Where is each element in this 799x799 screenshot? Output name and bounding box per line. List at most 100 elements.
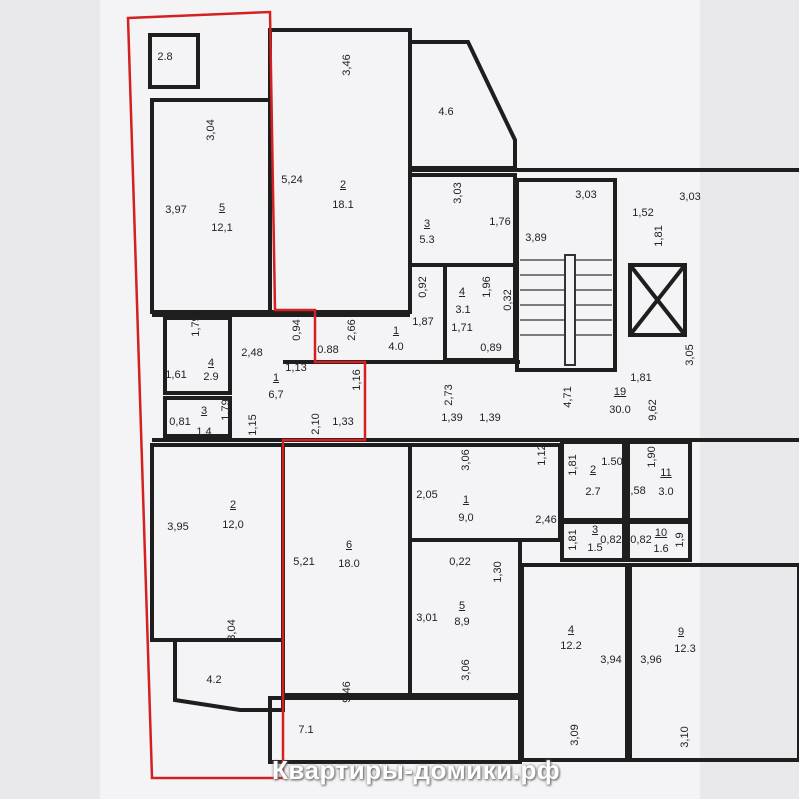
room-area: 18.0: [338, 558, 360, 570]
room-3-1-4: [163, 396, 232, 438]
dimension-label: 1,71: [451, 322, 473, 334]
room-4-12-2: [520, 563, 629, 762]
dimension-label: 2,66: [346, 319, 358, 341]
dimension-label: 1,39: [441, 412, 463, 424]
dimension-label: 1,52: [632, 207, 654, 219]
dimension-label: 1,12: [536, 444, 548, 466]
room-area: 18.1: [332, 199, 354, 211]
room-number: 2: [229, 499, 237, 511]
room-number: 2: [339, 179, 347, 191]
dimension-label: 1.50: [601, 456, 623, 468]
room-number: 4: [567, 624, 575, 636]
dimension-label: 0,82: [600, 534, 622, 546]
dimension-label: 1,90: [646, 446, 658, 468]
dimension-label: 3,09: [569, 724, 581, 746]
dimension-label: 0,82: [630, 534, 652, 546]
dimension-label: 1,9: [674, 532, 686, 548]
dimension-label: 3,03: [575, 189, 597, 201]
dimension-label: 4,71: [562, 386, 574, 408]
room-number: 3: [200, 405, 208, 417]
room-number: 1: [462, 494, 470, 506]
room-area: 4.6: [438, 106, 454, 118]
room-area: 7.1: [298, 724, 314, 736]
dimension-label: 3,04: [205, 119, 217, 141]
dimension-label: 3,01: [416, 612, 438, 624]
room-2-12-0: [150, 443, 285, 642]
balcony-2-8: [148, 33, 200, 89]
room-number: 5: [458, 600, 466, 612]
dimension-label: 1,79: [220, 399, 232, 421]
elevator-shaft: [628, 263, 687, 337]
dimension-label: 3,06: [460, 449, 472, 471]
dimension-label: 1,30: [492, 561, 504, 583]
room-area: 12,0: [222, 519, 244, 531]
dimension-label: 3,03: [679, 191, 701, 203]
room-2-18-1: [268, 28, 412, 314]
dimension-label: 1,16: [351, 369, 363, 391]
room-area: 8,9: [454, 616, 470, 628]
room-area: 4.2: [206, 674, 222, 686]
dimension-label: 1,81: [653, 225, 665, 247]
dimension-label: 0,89: [480, 342, 502, 354]
room-area: 1.6: [653, 543, 669, 555]
dimension-label: 0.88: [317, 344, 339, 356]
dimension-label: 9,46: [341, 681, 353, 703]
dimension-label: 1,81: [567, 454, 579, 476]
dimension-label: 2,48: [241, 347, 263, 359]
dimension-label: 1,61: [165, 369, 187, 381]
dimension-label: 5,24: [281, 174, 303, 186]
dimension-label: 1,13: [285, 362, 307, 374]
stair-steps: [520, 254, 612, 366]
room-number: 4: [458, 286, 466, 298]
dimension-label: 1,81: [567, 529, 579, 551]
room-number: 9: [677, 626, 685, 638]
room-area: 30.0: [609, 404, 631, 416]
room-area: 2.7: [585, 486, 601, 498]
apartment-outline: [126, 10, 367, 780]
walls: [148, 28, 799, 764]
dimension-label: 3,03: [452, 182, 464, 204]
room-9-12-3: [628, 563, 799, 762]
dimension-label: 2,10: [310, 413, 322, 435]
room-area: 6,7: [268, 389, 284, 401]
balcony-4-2: [173, 638, 285, 712]
room-number: 19: [613, 386, 627, 398]
dimension-label: 3,94: [600, 654, 622, 666]
watermark: Квартиры-домики.рф: [272, 755, 561, 785]
room-number: 11: [660, 467, 672, 479]
dimension-label: 1,39: [479, 412, 501, 424]
dimension-label: 3,46: [341, 54, 353, 76]
room-area: 3.0: [658, 486, 674, 498]
room-area: 12.2: [560, 640, 582, 652]
dimension-label: 0,92: [417, 276, 429, 298]
room-number: 10: [654, 527, 668, 539]
dimension-label: 1,79: [190, 315, 202, 337]
room-number: 5: [218, 202, 226, 214]
dimension-label: 3,05: [684, 344, 696, 366]
dimension-label: 1,76: [489, 216, 511, 228]
room-number: 1: [392, 325, 400, 337]
room-area: 12.3: [674, 643, 696, 655]
room-number: 3: [591, 524, 599, 536]
room-11-3-0: [626, 440, 692, 522]
dimension-label: 3,95: [167, 521, 189, 533]
dimension-label: 1,15: [247, 414, 259, 436]
dimension-label: 3,89: [525, 232, 547, 244]
room-area: 2.9: [203, 371, 219, 383]
room-number: 6: [345, 539, 353, 551]
room-number: 4: [207, 357, 215, 369]
room-area: 12,1: [211, 222, 233, 234]
room-3-1-5: [560, 520, 626, 562]
dimension-label: 3,04: [226, 619, 238, 641]
dimension-label: 1,81: [630, 372, 652, 384]
room-4-2-9: [163, 316, 232, 395]
dimension-label: 3,10: [679, 726, 691, 748]
dimension-label: 1,33: [332, 416, 354, 428]
stairs: [515, 178, 617, 372]
dimension-label: 1,87: [412, 316, 434, 328]
room-area: 4.0: [388, 341, 404, 353]
dimension-label: 2,46: [535, 514, 557, 526]
room-6-18-0: [281, 443, 412, 697]
dimension-label: 1,58: [624, 485, 646, 497]
balcony-4-6: [408, 40, 517, 170]
